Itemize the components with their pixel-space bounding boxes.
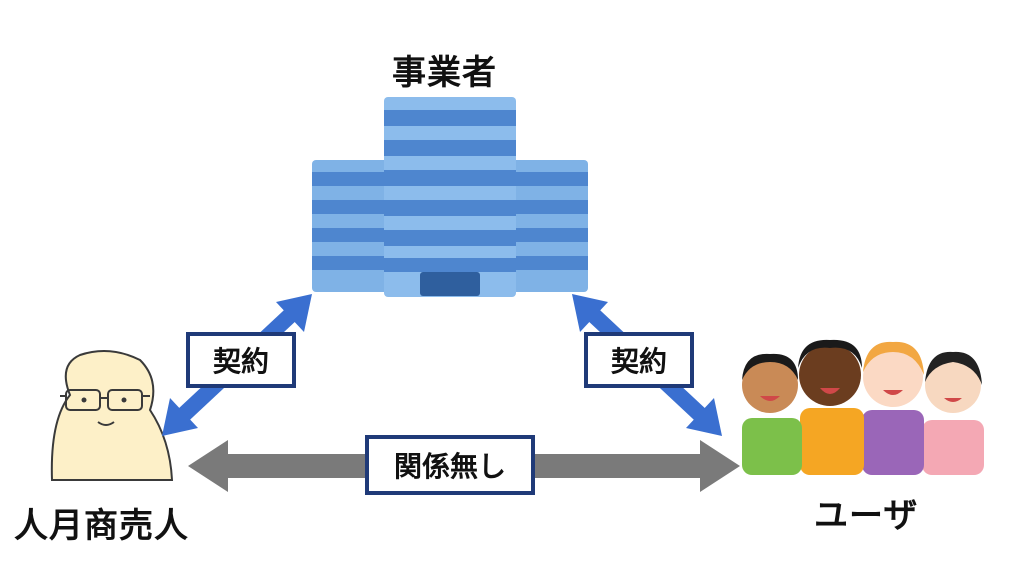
- bald-man-glasses-icon: [50, 350, 174, 481]
- users-label: ユーザ: [814, 496, 919, 536]
- office-building-icon: [312, 97, 588, 297]
- group-of-people-icon: [742, 339, 984, 475]
- business-label: 事業者: [392, 53, 497, 93]
- contractor-label: 人月商売人: [14, 506, 189, 546]
- no-relation-label: 関係無し: [365, 435, 535, 495]
- contract-label-left: 契約: [186, 332, 296, 388]
- contract-label-right: 契約: [584, 332, 694, 388]
